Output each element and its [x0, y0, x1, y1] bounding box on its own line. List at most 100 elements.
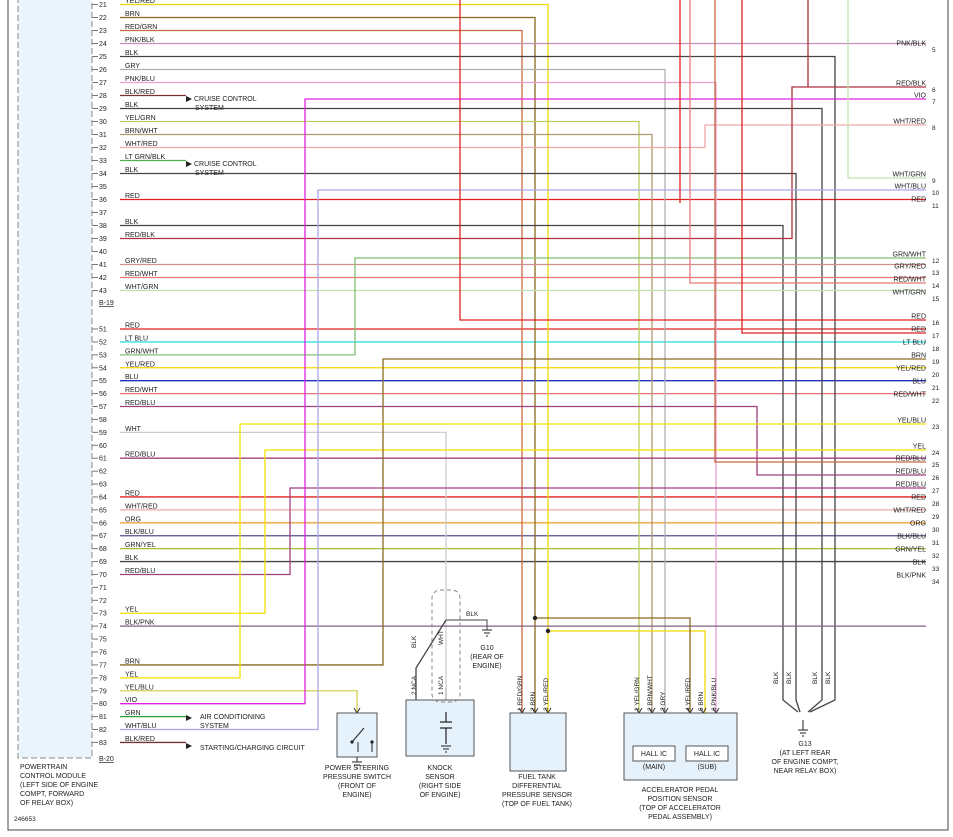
- pin-number: 82: [99, 727, 107, 734]
- pin-number: 77: [99, 662, 107, 669]
- pin-wire-label: RED/BLU: [125, 452, 155, 459]
- pin-number: 30: [99, 119, 107, 126]
- g10-label: G10: [480, 645, 493, 652]
- right-terminal-number: 29: [932, 514, 940, 521]
- pin-number: 21: [99, 2, 107, 9]
- pin-wire-label: PNK/BLK: [125, 37, 155, 44]
- pin-wire-label: RED: [125, 490, 140, 497]
- right-wire-label: BLK/PNK: [896, 573, 926, 580]
- right-wire-label: RED/WHT: [893, 277, 926, 284]
- pin-wire-label: BRN: [125, 658, 140, 665]
- g13-label: (AT LEFT REAR: [780, 750, 831, 757]
- pin-number: 60: [99, 443, 107, 450]
- g10-label: ENGINE): [472, 663, 501, 670]
- pin-number: 81: [99, 714, 107, 721]
- wire: [120, 405, 926, 476]
- right-terminal-number: 11: [932, 203, 939, 210]
- app-label: POSITION SENSOR: [648, 796, 713, 803]
- pin-number: 36: [99, 197, 107, 204]
- note-line: CRUISE CONTROL: [194, 96, 257, 103]
- pin-wire-label: WHT/RED: [125, 141, 158, 148]
- right-terminal-number: 28: [932, 501, 940, 508]
- capacitor-icon: [440, 712, 452, 744]
- wire: [415, 619, 447, 706]
- app-pin: 4 YEL/RED: [685, 678, 692, 711]
- wire: [120, 431, 447, 700]
- pin-wire-label: BLK/RED: [125, 736, 155, 743]
- knock-shield: [431, 589, 461, 703]
- fuel-label: FUEL TANK: [518, 774, 556, 781]
- right-wire-label: YEL/BLU: [897, 418, 926, 425]
- pin-number: 65: [99, 507, 107, 514]
- right-terminal-number: 24: [932, 450, 940, 457]
- knock-pin: 1 NCA: [438, 675, 445, 695]
- fuel-pin: 3 YEL/RED: [543, 678, 550, 711]
- fuel-label: (TOP OF FUEL TANK): [502, 801, 572, 808]
- right-terminal-number: 6: [932, 87, 936, 94]
- pin-wire-label: WHT: [125, 426, 142, 433]
- right-wire-label: RED: [911, 197, 926, 204]
- pin-wire-label: RED: [125, 193, 140, 200]
- note-ac: AIR CONDITIONING SYSTEM: [186, 714, 265, 730]
- right-terminal-number: 8: [932, 125, 936, 132]
- wire: [689, 0, 926, 284]
- pin-wire-label: BRN/WHT: [125, 128, 158, 135]
- diagram-id: 246653: [14, 816, 36, 823]
- pin-number: 54: [99, 365, 107, 372]
- connector-b20-label: B-20: [99, 756, 114, 763]
- fuel-pressure-sensor: 1 RED/GRN 2 BRN 3 YEL/RED FUEL TANK DIFF…: [502, 675, 572, 808]
- right-wire-label: WHT/BLU: [895, 184, 927, 191]
- right-wire-label: BRN: [911, 353, 926, 360]
- app-sensor: HALL IC (MAIN) HALL IC (SUB) 1 YEL/GRN 2…: [623, 675, 738, 821]
- right-terminal-number: 15: [932, 296, 940, 303]
- right-terminal-number: 12: [932, 258, 940, 265]
- knock-sensor-box: [405, 699, 475, 757]
- ps-switch-label: ENGINE): [342, 792, 371, 799]
- ground-icon: [798, 720, 808, 737]
- pin-number: 73: [99, 611, 107, 618]
- pins-layer: 21YEL/RED22BRN23RED/GRN24PNK/BLK25BLK26G…: [92, 0, 166, 747]
- right-wire-label: BLK/BLU: [897, 534, 926, 541]
- pcm-label-line: POWERTRAIN: [20, 764, 67, 771]
- hall-main-label: (MAIN): [643, 764, 665, 771]
- arrow-icon: [186, 715, 192, 721]
- pin-wire-label: BLU: [125, 374, 139, 381]
- pin-wire-label: WHT/RED: [125, 503, 158, 510]
- wire: [120, 120, 640, 713]
- knock-label: KNOCK: [428, 765, 453, 772]
- pin-number: 58: [99, 417, 107, 424]
- pin-wire-label: BLK: [125, 555, 139, 562]
- right-terminal-number: 34: [932, 579, 940, 586]
- right-terminal-number: 20: [932, 372, 940, 379]
- knock-sensor: 2 NCA 1 NCA BLK WHT BLK G10 (REAR OF ENG…: [405, 589, 504, 799]
- wire: [120, 68, 666, 713]
- right-terminal-number: 17: [932, 333, 940, 340]
- pin-number: 33: [99, 158, 107, 165]
- right-wire-label: RED/WHT: [893, 392, 926, 399]
- pin-number: 51: [99, 327, 107, 334]
- right-wire-label: YEL: [913, 444, 926, 451]
- pcm-label-line: CONTROL MODULE: [20, 773, 86, 780]
- pin-number: 23: [99, 28, 107, 35]
- wire: [548, 630, 706, 713]
- wire: [120, 81, 717, 713]
- right-wire-label: RED/BLU: [896, 456, 926, 463]
- pin-wire-label: WHT/BLU: [125, 723, 157, 730]
- pin-number: 62: [99, 469, 107, 476]
- wire: [714, 0, 926, 463]
- app-pin: 5 BRN: [698, 692, 705, 711]
- knock-label: SENSOR: [425, 774, 455, 781]
- arrow-icon: [186, 743, 192, 749]
- pin-number: 42: [99, 275, 107, 282]
- pin-number: 29: [99, 106, 107, 113]
- right-terminal-number: 26: [932, 475, 940, 482]
- wire: [120, 133, 653, 713]
- right-terminal-number: 22: [932, 398, 940, 405]
- diagram-frame: [7, 0, 949, 831]
- pin-wire-label: BLK: [125, 102, 139, 109]
- g13-label: NEAR RELAY BOX): [774, 768, 837, 775]
- right-terminal-number: 32: [932, 553, 940, 560]
- fuel-label: PRESSURE SENSOR: [502, 792, 572, 799]
- wire: [535, 617, 691, 713]
- wire: [120, 423, 926, 679]
